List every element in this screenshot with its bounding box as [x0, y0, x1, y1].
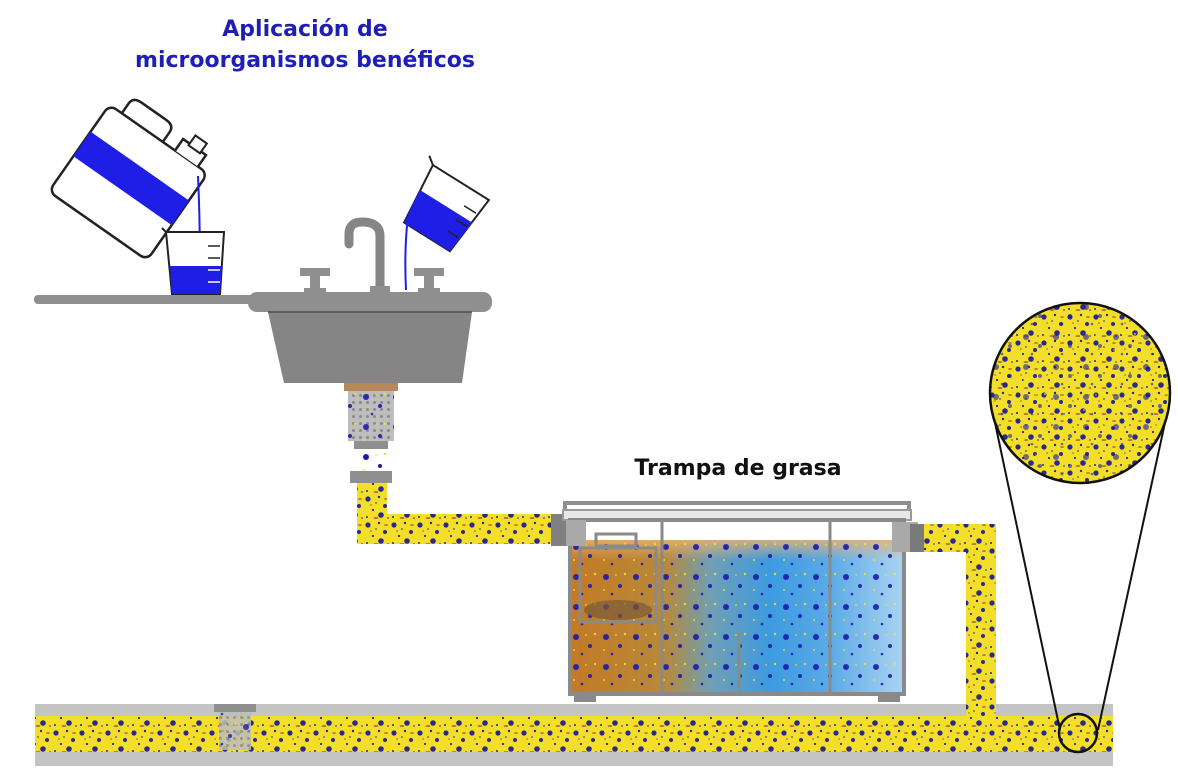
measuring-cup-icon	[402, 155, 491, 253]
main-sewer-pipe	[35, 704, 1113, 766]
trap-outlet-pipe	[924, 524, 996, 718]
strainer-icon	[344, 383, 398, 483]
sink-icon	[248, 292, 492, 383]
grease-trap-title: Trampa de grasa	[634, 456, 842, 481]
application-title-line1: Aplicación de	[222, 17, 388, 42]
sink-drain-pipe	[357, 483, 567, 546]
cup-pour-stream	[404, 215, 409, 291]
magnifier-circle-icon	[988, 301, 1172, 754]
jug-icon	[50, 98, 209, 259]
left-handle-icon	[300, 268, 330, 294]
beaker-icon	[161, 227, 226, 295]
faucet-icon	[344, 217, 390, 295]
right-handle-icon	[414, 268, 444, 294]
grease-trap-icon	[562, 501, 924, 702]
floor-strainer-icon	[214, 704, 256, 750]
application-title-line2: microorganismos benéficos	[135, 48, 475, 73]
counter-icon	[34, 295, 270, 304]
application-title: Aplicación de microorganismos benéficos	[110, 14, 500, 76]
